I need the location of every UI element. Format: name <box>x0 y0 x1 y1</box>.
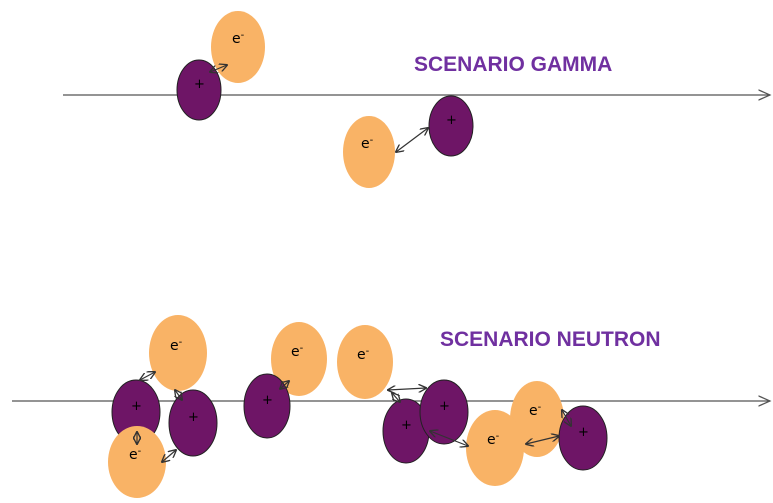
electron-label: e- <box>291 343 304 360</box>
positive-ion <box>428 95 474 157</box>
electron-label: e- <box>361 135 374 152</box>
electron-label: e- <box>529 402 542 419</box>
attraction-arrow <box>396 128 428 152</box>
positive-ion-label: + <box>262 393 273 408</box>
scenario-gamma-title: SCENARIO GAMMA <box>414 53 613 76</box>
neutron-pair-middle: e- + <box>243 322 327 439</box>
positive-ion-label: + <box>188 410 199 425</box>
electron <box>108 426 166 498</box>
attraction-arrow <box>562 410 571 426</box>
attraction-arrow <box>175 390 182 400</box>
electron <box>337 325 393 399</box>
electron-label: e- <box>170 337 183 354</box>
gamma-pair-1: e- + <box>176 11 265 121</box>
attraction-arrow <box>280 381 289 389</box>
electron <box>466 410 524 486</box>
electron <box>343 116 395 188</box>
electron-label: e- <box>357 346 370 363</box>
neutron-scenario: e- + + e- e- + e- <box>12 315 770 498</box>
positive-ion-label: + <box>446 113 457 128</box>
attraction-arrow <box>140 372 155 380</box>
positive-ion-label: + <box>194 77 205 92</box>
neutron-cluster-left: e- + + e- <box>108 315 218 498</box>
electron <box>211 11 265 83</box>
gamma-scenario: e- + e- + <box>63 11 770 188</box>
electron-label: e- <box>129 446 142 463</box>
attraction-arrow <box>392 393 400 402</box>
electron <box>149 315 207 391</box>
electron-label: e- <box>487 431 500 448</box>
attraction-arrow <box>430 431 468 446</box>
electron <box>271 322 327 396</box>
attraction-arrow <box>388 388 426 390</box>
electron-label: e- <box>232 30 245 47</box>
positive-ion-label: + <box>439 399 450 414</box>
attraction-arrow <box>162 450 176 462</box>
positive-ion-label: + <box>401 418 412 433</box>
attraction-arrow <box>526 436 559 444</box>
positive-ion <box>168 389 218 457</box>
gamma-pair-2: e- + <box>343 95 474 188</box>
neutron-cluster-right: e- e- + + e- + <box>337 325 608 486</box>
positive-ion-label: + <box>578 425 589 440</box>
attraction-arrow <box>210 65 227 72</box>
scenario-neutron-title: SCENARIO NEUTRON <box>440 328 661 351</box>
positive-ion <box>176 59 222 121</box>
positive-ion-label: + <box>131 399 142 414</box>
